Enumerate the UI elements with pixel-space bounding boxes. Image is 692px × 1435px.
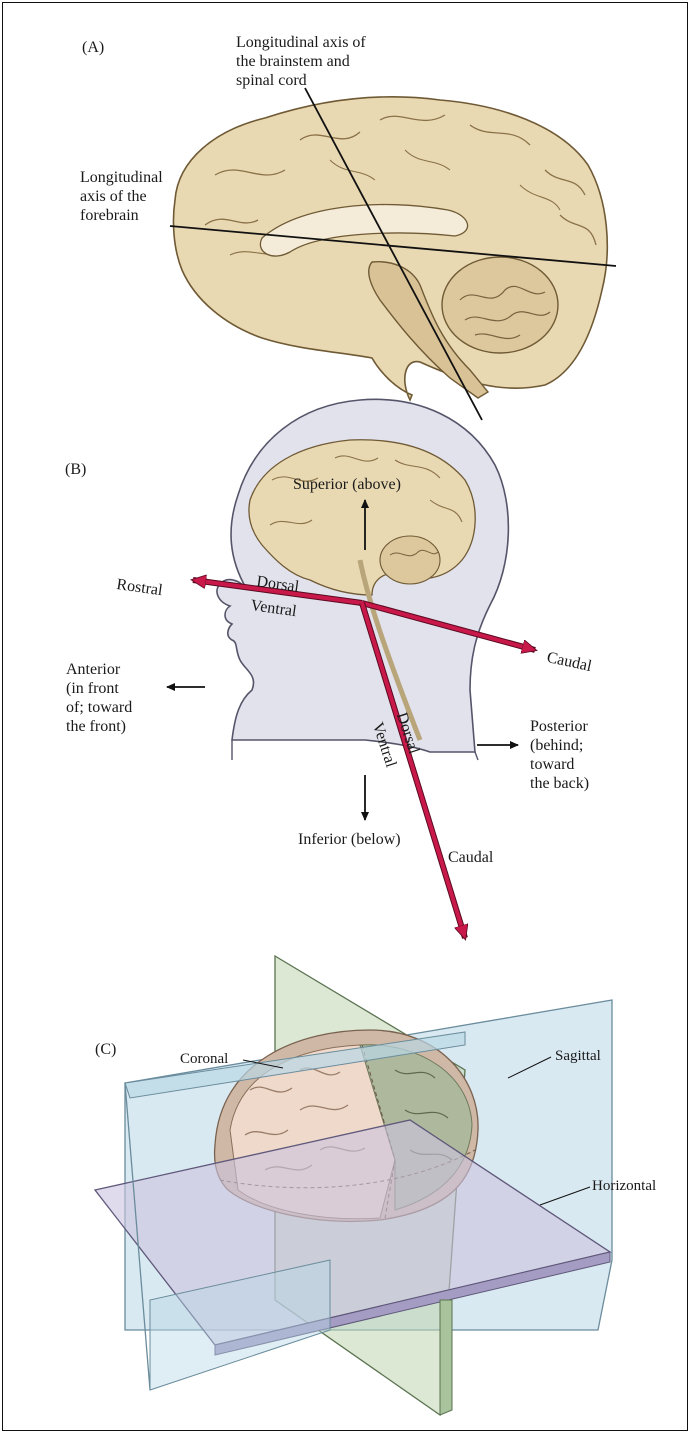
panel-c-tag: (C) [95,1040,116,1059]
sagittal-label: Sagittal [555,1047,601,1066]
forebrain-axis-label: Longitudinal axis of the forebrain [80,168,163,225]
anterior-label: Anterior (in front of; toward the front) [66,660,132,736]
brainstem-axis-label: Longitudinal axis of the brainstem and s… [236,33,366,90]
inferior-label: Inferior (below) [298,830,401,849]
panel-b-tag: (B) [65,460,86,479]
coronal-label: Coronal [180,1050,228,1069]
caudal-spinal-label: Caudal [448,848,493,867]
panel-a-brain [170,88,616,420]
superior-label: Superior (above) [293,475,401,494]
horizontal-label: Horizontal [592,1177,656,1196]
posterior-label: Posterior (behind; toward the back) [530,717,589,793]
panel-a-tag: (A) [82,38,104,57]
